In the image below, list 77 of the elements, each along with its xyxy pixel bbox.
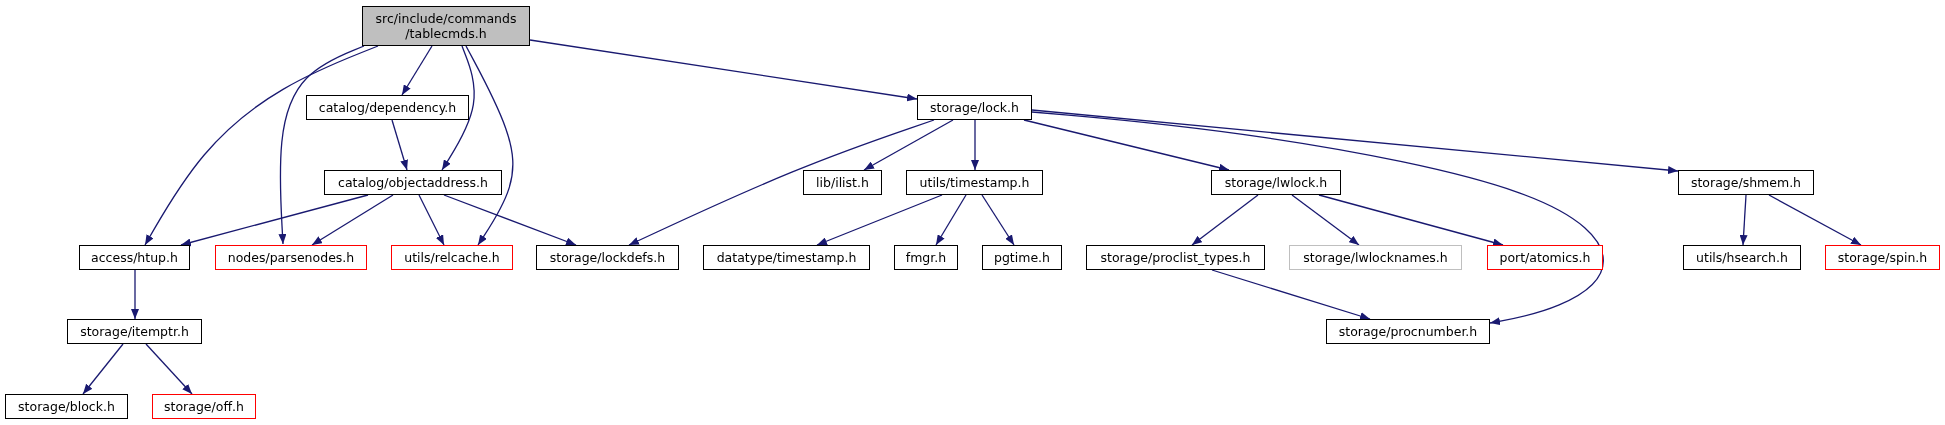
file-name: catalog/objectaddress.h — [338, 175, 488, 190]
file-name: pgtime.h — [994, 250, 1050, 265]
file-name: nodes/parsenodes.h — [227, 250, 355, 265]
file-node — [67, 319, 202, 344]
file-name: storage/proclist_types.h — [1100, 250, 1251, 265]
file-node — [982, 245, 1062, 270]
arrow — [1768, 194, 1862, 246]
arrow — [1023, 119, 1230, 172]
arrow — [1291, 194, 1360, 246]
file-node — [894, 245, 958, 270]
arrow — [145, 343, 193, 395]
file-name: catalog/dependency.h — [318, 100, 457, 115]
file-name: lib/ilist.h — [816, 175, 869, 190]
arrow — [1318, 194, 1504, 247]
file-node — [1086, 245, 1265, 270]
file-node — [324, 170, 502, 195]
arrow — [529, 39, 918, 102]
file-node — [703, 245, 870, 270]
arrow — [311, 194, 394, 246]
arrow — [935, 194, 967, 246]
file-node — [1678, 170, 1814, 195]
file-node — [1683, 245, 1801, 270]
file-node — [1825, 245, 1940, 270]
arrow — [180, 194, 369, 247]
file-node — [906, 170, 1043, 195]
file-name: storage/shmem.h — [1690, 175, 1802, 190]
file-name: utils/timestamp.h — [919, 175, 1030, 190]
file-name: storage/block.h — [18, 399, 115, 414]
arrow — [1031, 111, 1604, 326]
file-name: storage/off.h — [164, 399, 244, 414]
file-node — [1211, 170, 1341, 195]
file-name: access/htup.h — [91, 250, 178, 265]
arrow — [816, 194, 943, 246]
file-name: storage/lockdefs.h — [549, 250, 666, 265]
file-node — [306, 95, 469, 120]
arrow — [401, 45, 433, 96]
arrow — [1211, 269, 1371, 320]
file-name: storage/lwlocknames.h — [1303, 250, 1448, 265]
arrow — [863, 119, 954, 171]
file-node — [5, 394, 128, 419]
arrow — [391, 119, 408, 171]
arrow — [971, 119, 979, 171]
file-name: src/include/commands /tablecmds.h — [374, 11, 518, 41]
arrow — [981, 194, 1015, 246]
file-node — [803, 170, 882, 195]
arrow — [144, 45, 379, 246]
file-node — [917, 95, 1032, 120]
file-name: datatype/timestamp.h — [716, 250, 857, 265]
file-name: fmgr.h — [905, 250, 947, 265]
arrow — [441, 45, 475, 171]
arrow — [628, 119, 935, 246]
arrow — [418, 194, 445, 246]
file-node — [1326, 319, 1490, 344]
file-name: storage/spin.h — [1837, 250, 1928, 265]
file-node — [215, 245, 367, 270]
file-node-highlighted — [362, 6, 530, 46]
file-node — [1487, 245, 1603, 270]
file-node — [79, 245, 190, 270]
file-name: utils/hsearch.h — [1696, 250, 1788, 265]
arrow — [465, 45, 514, 246]
file-node — [1289, 245, 1462, 270]
arrow — [1739, 194, 1748, 246]
arrow — [443, 194, 577, 246]
file-name: storage/procnumber.h — [1338, 324, 1478, 339]
file-name: port/atomics.h — [1499, 250, 1591, 265]
file-name: storage/itemptr.h — [80, 324, 189, 339]
file-node — [152, 394, 256, 419]
arrow — [82, 343, 124, 395]
arrow — [1031, 109, 1679, 175]
arrow — [278, 45, 365, 245]
file-name: utils/relcache.h — [404, 250, 500, 265]
file-name: storage/lock.h — [930, 100, 1019, 115]
file-node — [391, 245, 513, 270]
arrow — [1191, 194, 1259, 246]
file-name: storage/lwlock.h — [1224, 175, 1328, 190]
arrow — [131, 269, 139, 320]
file-node — [536, 245, 679, 270]
